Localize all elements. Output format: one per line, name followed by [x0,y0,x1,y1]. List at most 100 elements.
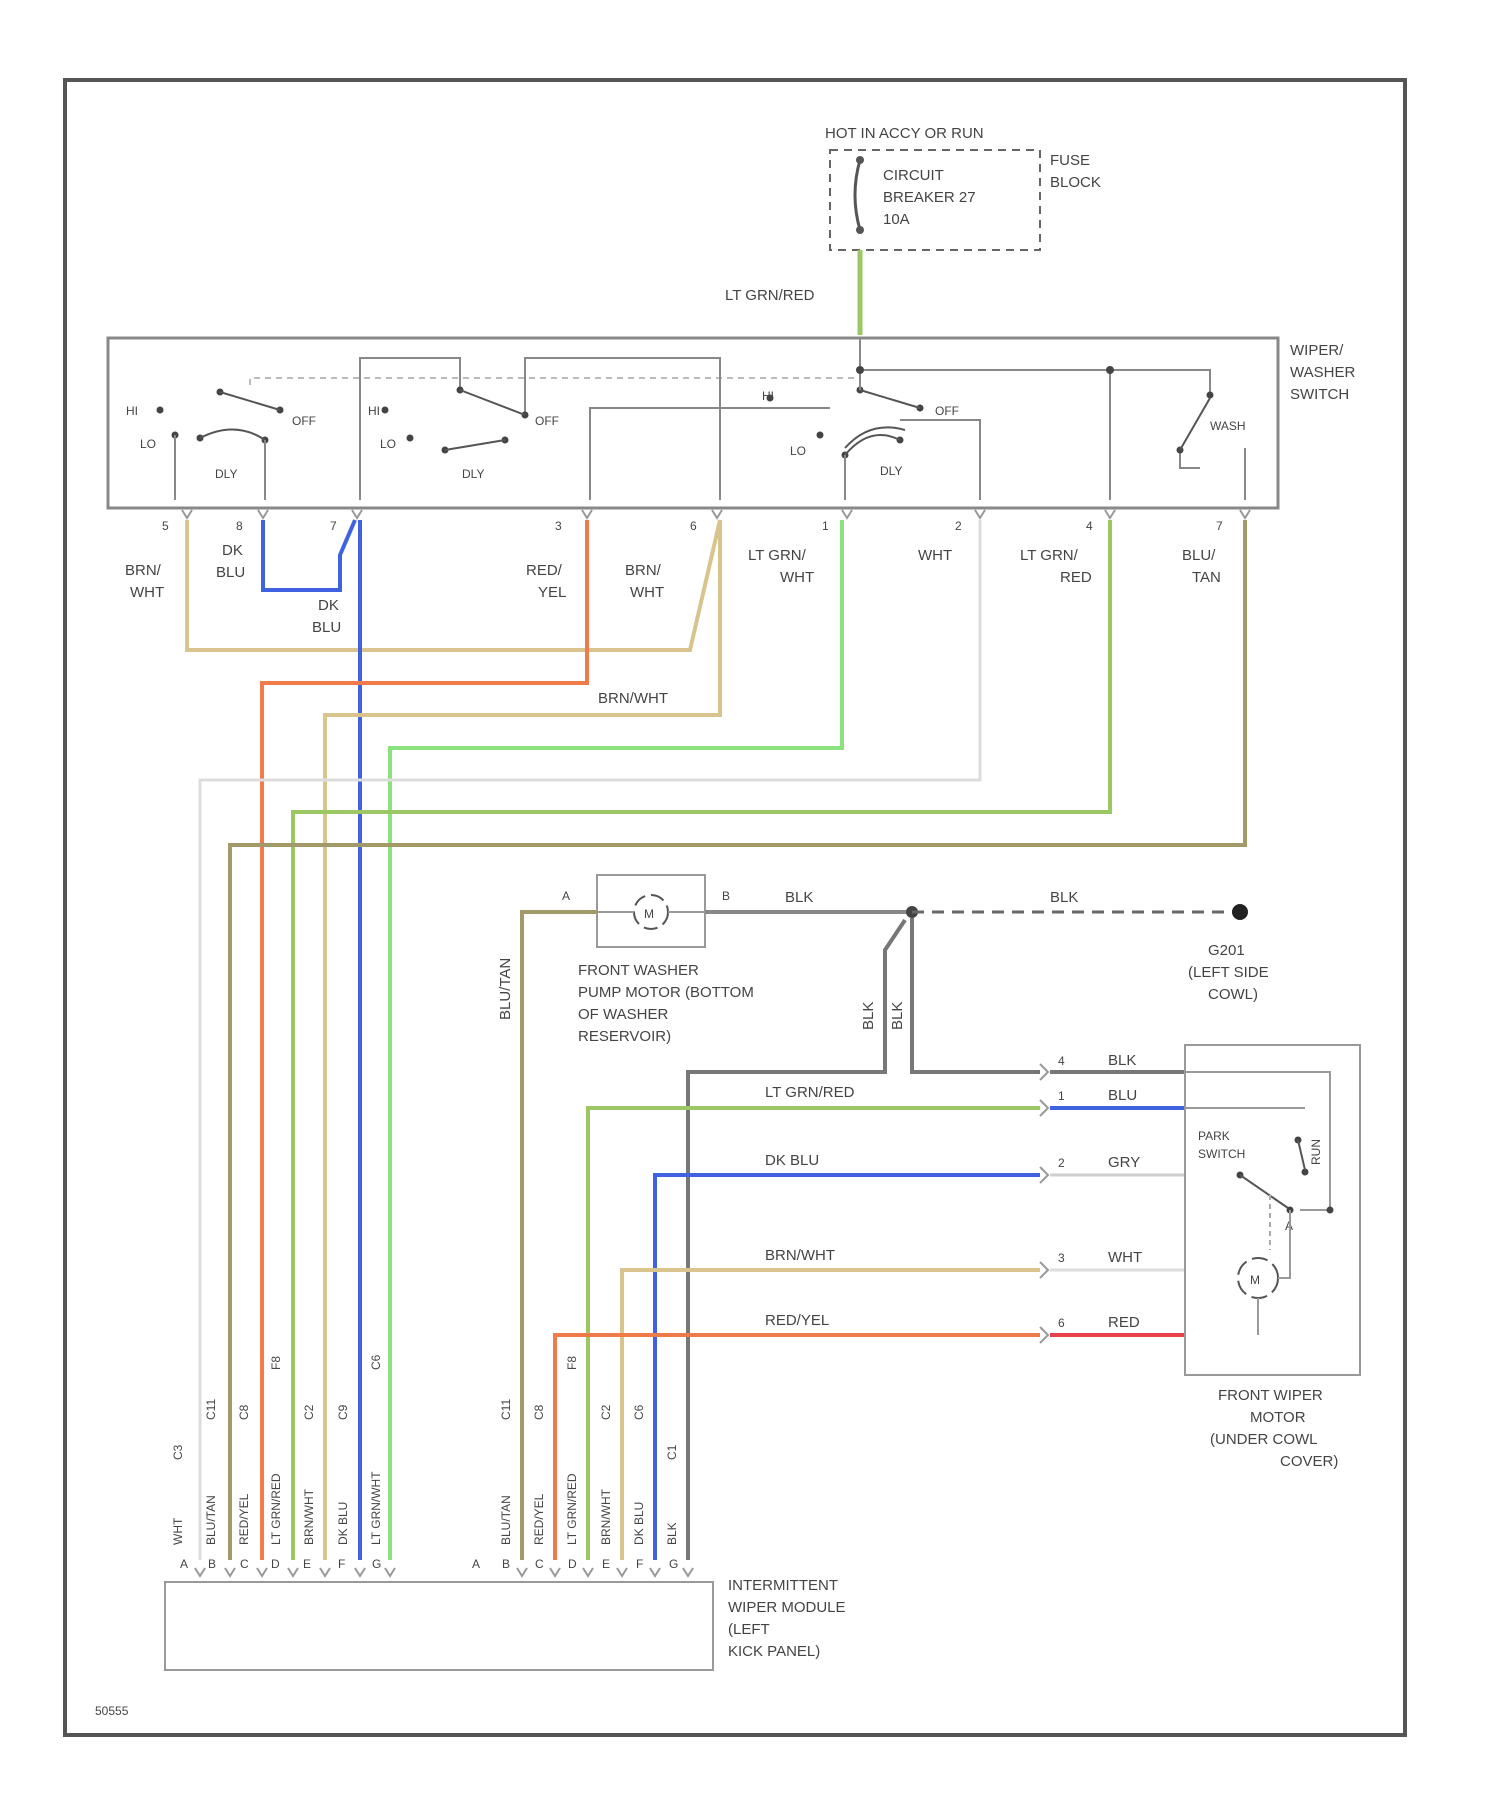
svg-text:RED: RED [1060,569,1092,586]
front-wiper-motor: PARK SWITCH RUN A M FRONT WIPER MOTOR (U… [1185,1045,1360,1470]
svg-text:RED/YEL: RED/YEL [532,1493,546,1545]
svg-text:WHT: WHT [780,569,814,586]
svg-text:YEL: YEL [538,584,566,601]
svg-text:RED/: RED/ [526,562,563,579]
fuse-block-label-1: FUSE [1050,152,1090,169]
svg-text:DK: DK [222,542,243,559]
svg-text:(UNDER COWL: (UNDER COWL [1210,1431,1318,1448]
svg-text:4: 4 [1086,519,1093,533]
svg-text:2: 2 [1058,1156,1065,1170]
svg-text:7: 7 [330,519,337,533]
svg-text:C8: C8 [532,1404,546,1420]
svg-text:RED: RED [1108,1314,1140,1331]
module-outline [165,1582,713,1670]
svg-text:4: 4 [1058,1054,1065,1068]
svg-text:C: C [240,1557,249,1571]
svg-text:BLK: BLK [1050,889,1078,906]
sw2-lo: LO [380,437,396,451]
svg-text:INTERMITTENT: INTERMITTENT [728,1577,838,1594]
svg-text:OF WASHER: OF WASHER [578,1006,668,1023]
svg-text:BRN/WHT: BRN/WHT [598,690,668,707]
fuse-block-label-2: BLOCK [1050,174,1101,191]
svg-text:7: 7 [1216,519,1223,533]
svg-text:F: F [338,1557,345,1571]
svg-text:DK BLU: DK BLU [765,1152,819,1169]
motor-wires [555,1108,1040,1560]
wire-brn-wht-motor [622,1270,1040,1560]
svg-text:C11: C11 [499,1399,513,1420]
wire-blk-split-2 [912,918,1040,1072]
svg-text:E: E [303,1557,311,1571]
breaker-label-2: BREAKER 27 [883,189,976,206]
sw3-off: OFF [935,404,959,418]
svg-text:B: B [502,1557,510,1571]
svg-text:DK BLU: DK BLU [336,1502,350,1545]
circuit-breaker-icon [855,160,860,230]
sw1-lo: LO [140,437,156,451]
svg-text:BLK: BLK [860,1002,877,1030]
svg-text:BLU/TAN: BLU/TAN [204,1495,218,1545]
svg-text:WIPER MODULE: WIPER MODULE [728,1599,846,1616]
sw1-off: OFF [292,414,316,428]
breaker-label-1: CIRCUIT [883,167,944,184]
svg-text:LT GRN/WHT: LT GRN/WHT [369,1471,383,1545]
motor-outline [1185,1045,1360,1375]
motor-connector [1040,1064,1048,1343]
svg-text:C2: C2 [599,1404,613,1420]
breaker-label-3: 10A [883,211,910,228]
svg-text:MOTOR: MOTOR [1250,1409,1306,1426]
ground-icon [1232,904,1248,920]
svg-text:C11: C11 [204,1399,218,1420]
svg-text:C2: C2 [302,1404,316,1420]
svg-text:B: B [722,889,730,903]
figure-id: 50555 [95,1704,129,1718]
svg-text:C3: C3 [171,1444,185,1460]
wire-dk-blu-link [263,520,355,590]
svg-text:COWL): COWL) [1208,986,1258,1003]
svg-text:C9: C9 [336,1404,350,1420]
switch-outline [108,338,1278,508]
svg-text:LT GRN/RED: LT GRN/RED [765,1084,855,1101]
svg-text:C: C [535,1557,544,1571]
svg-text:C8: C8 [237,1404,251,1420]
svg-text:BLU: BLU [1108,1087,1137,1104]
svg-text:B: B [208,1557,216,1571]
sw2-dly: DLY [462,467,484,481]
wire-label-blu-tan-v: BLU/TAN [497,958,514,1020]
svg-text:D: D [568,1557,577,1571]
svg-text:LT GRN/RED: LT GRN/RED [269,1473,283,1545]
wire-dk-blu-motor [655,1175,1040,1560]
sw2-hi: HI [368,404,380,418]
svg-text:LT GRN/: LT GRN/ [748,547,807,564]
svg-text:C6: C6 [369,1354,383,1370]
sw3-lo: LO [790,444,806,458]
washer-pump: M A B FRONT WASHER PUMP MOTOR (BOTTOM OF… [562,875,754,1045]
svg-text:KICK PANEL): KICK PANEL) [728,1643,820,1660]
pump-motor-symbol: M [644,907,654,921]
svg-text:6: 6 [1058,1316,1065,1330]
svg-text:PUMP MOTOR (BOTTOM: PUMP MOTOR (BOTTOM [578,984,754,1001]
svg-text:C1: C1 [665,1444,679,1460]
svg-text:BLK: BLK [889,1002,906,1030]
svg-text:LT GRN/RED: LT GRN/RED [565,1473,579,1545]
svg-text:A: A [180,1557,188,1571]
svg-text:RED/YEL: RED/YEL [765,1312,829,1329]
svg-text:LT GRN/: LT GRN/ [1020,547,1079,564]
svg-text:BLK: BLK [785,889,813,906]
svg-text:G: G [372,1557,381,1571]
sw1-hi: HI [126,404,138,418]
svg-text:BLU: BLU [216,564,245,581]
svg-text:WHT: WHT [918,547,952,564]
switch-name-1: WIPER/ [1290,342,1344,359]
switch-section-1: HI LO OFF DLY [126,389,316,501]
svg-text:A: A [562,889,570,903]
switch-wires [187,520,1245,1560]
svg-text:RESERVOIR): RESERVOIR) [578,1028,671,1045]
intermittent-wiper-module: INTERMITTENT WIPER MODULE (LEFT KICK PAN… [165,1354,846,1670]
svg-text:BLU/TAN: BLU/TAN [499,1495,513,1545]
wash-label: WASH [1210,419,1246,433]
svg-text:WHT: WHT [1108,1249,1142,1266]
svg-text:8: 8 [236,519,243,533]
svg-text:2: 2 [955,519,962,533]
